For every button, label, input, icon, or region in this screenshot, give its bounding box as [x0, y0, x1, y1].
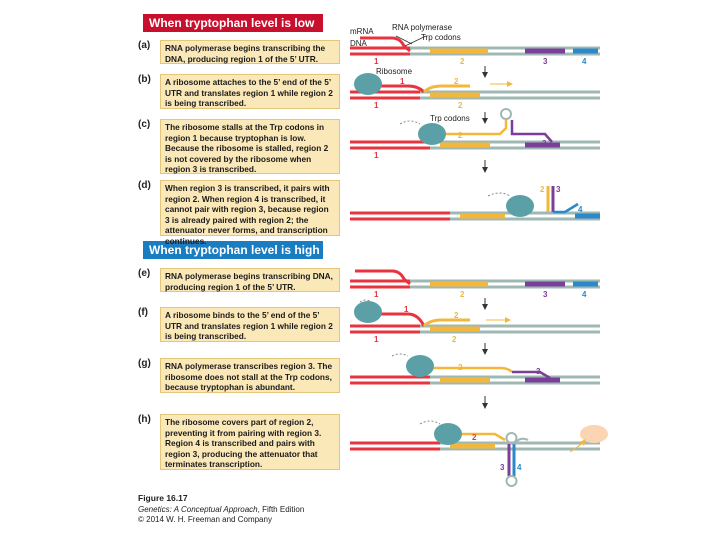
- region-2-label-d: 2: [540, 185, 545, 194]
- step-letter-e: (e): [138, 268, 151, 279]
- step-letter-d: (d): [138, 180, 151, 191]
- panel-f-diagram: 1 2 1 2: [350, 299, 600, 344]
- panel-g-diagram: 2 3: [350, 353, 600, 385]
- section-title-high: When tryptophan level is high: [143, 241, 323, 259]
- step-letter-a: (a): [138, 40, 151, 51]
- region-3-label-a: 3: [543, 57, 548, 66]
- panel-b-diagram: Ribosome 1 2 1 2: [350, 67, 600, 110]
- step-text-d: When region 3 is transcribed, it pairs w…: [160, 180, 340, 246]
- ribosome-label: Ribosome: [376, 67, 413, 76]
- book-title: Genetics: A Conceptual Approach: [138, 504, 258, 514]
- ribosome-f: [354, 301, 382, 323]
- ribosome-b: [354, 73, 382, 95]
- region-3-label-e: 3: [543, 290, 548, 299]
- region-3-label-c: 3: [542, 139, 547, 148]
- ribosome-d: [506, 195, 534, 217]
- region-1-label-b2: 1: [374, 101, 379, 110]
- book-edition: , Fifth Edition: [257, 504, 305, 514]
- panel-e-diagram: 1 2 3 4: [350, 269, 600, 299]
- ribosome-g: [406, 355, 434, 377]
- panel-c-diagram: Trp codons 2 3 1: [350, 108, 600, 160]
- region-4-label-e: 4: [582, 290, 587, 299]
- mrna-label: mRNA: [350, 27, 374, 36]
- step-text-g: RNA polymerase transcribes region 3. The…: [160, 358, 340, 393]
- region-2-label-a: 2: [460, 57, 465, 66]
- region-2-label-b1: 2: [454, 77, 459, 86]
- step-text-f: A ribosome binds to the 5’ end of the 5’…: [160, 307, 340, 342]
- figure-number: Figure 16.17: [138, 493, 188, 503]
- panel-d-diagram: 2 3 4: [350, 185, 600, 221]
- mrna-strand-a: [360, 36, 411, 53]
- step-text-e: RNA polymerase begins transcribing DNA, …: [160, 268, 340, 292]
- step-text-h: The ribosome covers part of region 2, pr…: [160, 414, 340, 470]
- step-text-b: A ribosome attaches to the 5’ end of the…: [160, 74, 340, 109]
- region-1-label-f2: 1: [374, 335, 379, 344]
- section-title-low: When tryptophan level is low: [143, 14, 323, 32]
- step-letter-h: (h): [138, 414, 151, 425]
- region-1-label-e: 1: [374, 290, 379, 299]
- region-2-label-b2: 2: [458, 101, 463, 110]
- ribosome-h: [434, 423, 462, 445]
- region-1-label-a: 1: [374, 57, 379, 66]
- copyright: © 2014 W. H. Freeman and Company: [138, 515, 272, 524]
- trp-codons-label-c: Trp codons: [430, 114, 470, 123]
- region-4-label-h: 4: [517, 463, 522, 472]
- region-1-label-b1: 1: [400, 77, 405, 86]
- region-2-label-f2: 2: [452, 335, 457, 344]
- region-1-label-c: 1: [374, 151, 379, 160]
- step-letter-g: (g): [138, 358, 151, 369]
- panel-a-diagram: mRNA RNA polymerase Trp codons DNA 1 2 3…: [350, 23, 600, 66]
- step-letter-c: (c): [138, 119, 151, 130]
- region-4-label-d: 4: [578, 205, 583, 214]
- released-rna-polymerase: [580, 425, 608, 443]
- region-1-label-f1: 1: [404, 305, 409, 314]
- figure-caption: Figure 16.17 Genetics: A Conceptual Appr…: [138, 493, 304, 526]
- region-3-label-h: 3: [500, 463, 505, 472]
- region-2-label-h: 2: [472, 433, 477, 442]
- step-text-a: RNA polymerase begins transcribing the D…: [160, 40, 340, 64]
- region-3-label-g: 3: [536, 367, 541, 376]
- trp-codons-label: Trp codons: [421, 33, 461, 42]
- region-3-label-d: 3: [556, 185, 561, 194]
- ribosome-c: [418, 123, 446, 145]
- region-4-label-a: 4: [582, 57, 587, 66]
- region-2-label-e: 2: [460, 290, 465, 299]
- step-text-c: The ribosome stalls at the Trp codons in…: [160, 119, 340, 174]
- region-2-label-f1: 2: [454, 311, 459, 320]
- region-2-label-c: 2: [458, 131, 463, 140]
- region-2-label-g: 2: [458, 363, 463, 372]
- step-letter-f: (f): [138, 307, 148, 318]
- panel-h-diagram: 2 3 4: [350, 420, 608, 487]
- rna-polymerase-label: RNA polymerase: [392, 23, 453, 32]
- step-letter-b: (b): [138, 74, 151, 85]
- dna-label: DNA: [350, 39, 368, 48]
